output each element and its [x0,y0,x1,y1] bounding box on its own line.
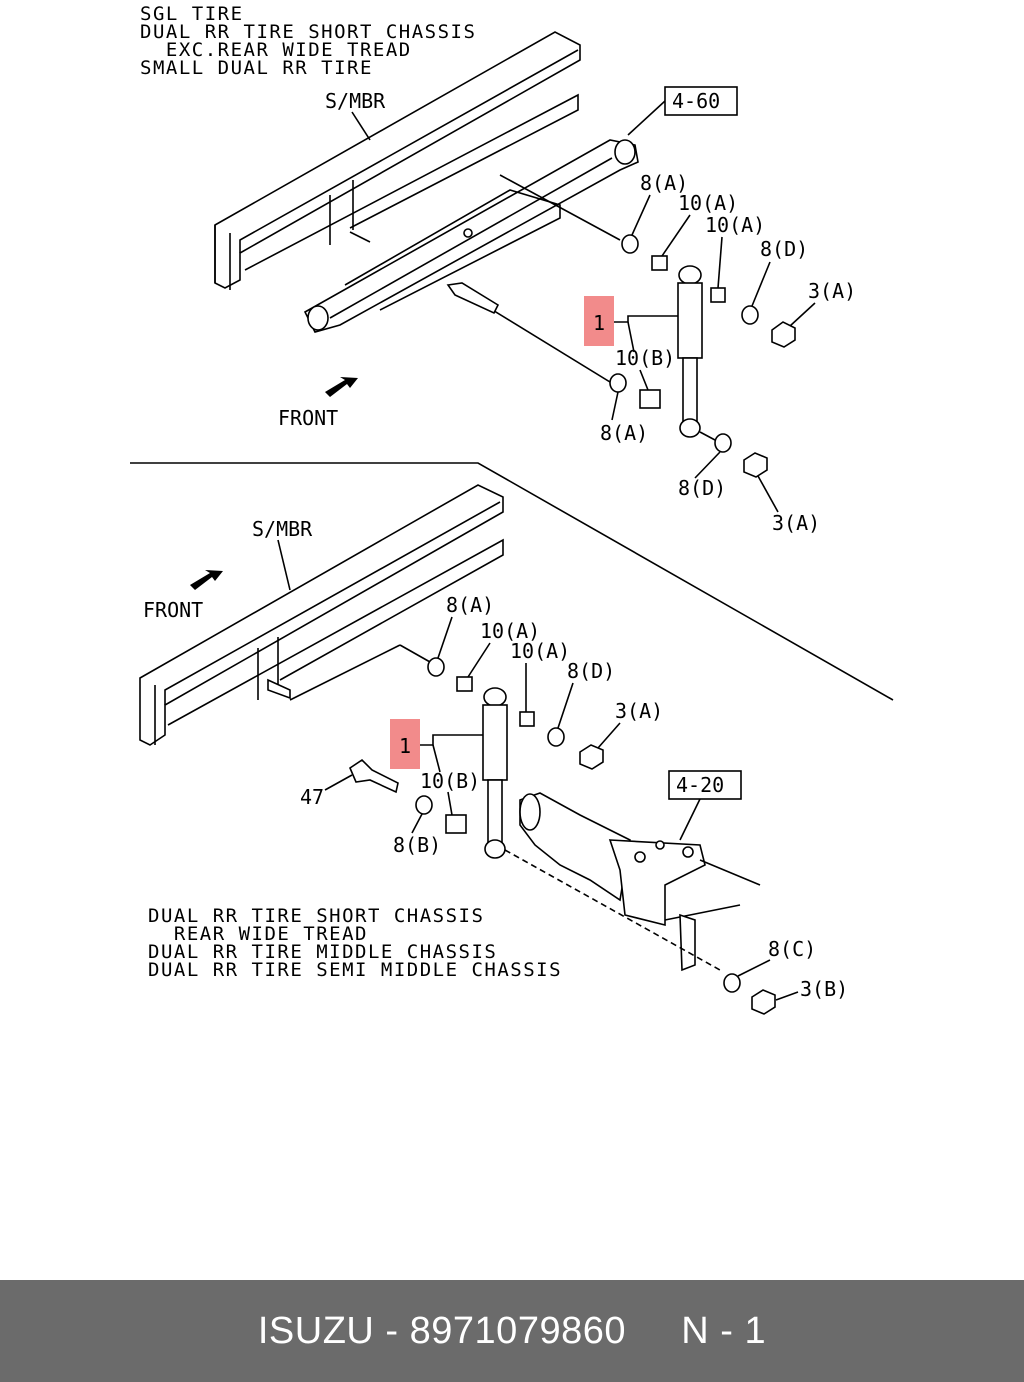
top-callout-8d-1: 8(D) [760,237,808,261]
bottom-front-arrow-icon [190,570,223,590]
bottom-view: S/MBR FRONT [139,484,848,1015]
top-bushing-10b [639,389,661,409]
bottom-note-line-1: DUAL RR TIRE SHORT CHASSIS [148,905,484,927]
bottom-ref-box-label: 4-20 [676,773,724,797]
top-nut-3a-2 [743,452,768,478]
bottom-bushing-10a-1 [456,676,473,692]
bottom-bolt-47 [349,758,399,794]
top-callout-10b: 10(B) [615,346,675,370]
bottom-washer-8a [427,657,445,677]
top-note-line-3: EXC.REAR WIDE TREAD [140,39,412,61]
bottom-callout-1: 1 [399,734,411,758]
top-front-label: FRONT [278,406,338,430]
bottom-callout-8a: 8(A) [446,593,494,617]
top-ref-box-label: 4-60 [672,89,720,113]
bottom-callout-3a: 3(A) [615,699,663,723]
bottom-nut-3b [751,989,776,1015]
bottom-axle-housing [504,792,761,972]
bottom-washer-8c [723,973,741,993]
bottom-callout-10b: 10(B) [420,769,480,793]
top-nut-3a-1 [771,321,796,348]
bottom-callout-8b: 8(B) [393,833,441,857]
bottom-callout-10a-1: 10(A) [480,619,540,643]
top-view: SGL TIRE DUAL RR TIRE SHORT CHASSIS EXC.… [140,3,856,535]
bottom-callout-3b: 3(B) [800,977,848,1001]
bottom-note-line-4: DUAL RR TIRE SEMI MIDDLE CHASSIS [148,959,562,981]
top-leaf-spring [303,139,639,333]
top-callout-3a-1: 3(A) [808,279,856,303]
part-number-footer: ISUZU - 8971079860 N - 1 [0,1280,1024,1382]
bottom-bushing-10a-2 [519,711,535,727]
bottom-washer-8b [415,795,433,815]
top-washer-8a-1 [621,234,639,254]
top-callout-10a-1: 10(A) [678,191,738,215]
bottom-callout-8c: 8(C) [768,937,816,961]
bottom-callout-47: 47 [300,785,324,809]
bottom-ref-box [668,770,742,800]
footer-part-number-text: ISUZU - 8971079860 N - 1 [257,1309,767,1352]
bottom-side-member [139,484,504,746]
top-callout-1: 1 [593,311,605,335]
parts-diagram: SGL TIRE DUAL RR TIRE SHORT CHASSIS EXC.… [130,3,894,1015]
bottom-callout-8d: 8(D) [567,659,615,683]
bottom-item-1-highlight [390,719,420,769]
top-shock-absorber [677,265,703,438]
top-bushing-10a-1 [651,255,668,271]
bottom-front-label: FRONT [143,598,203,622]
bottom-bushing-10b [445,814,467,834]
top-bushing-10a-2 [710,287,726,303]
top-washer-8d-1 [741,305,759,325]
bottom-smbr-label: S/MBR [252,517,313,541]
top-note-line-4: SMALL DUAL RR TIRE [140,57,373,79]
top-callout-8a-1: 8(A) [640,171,688,195]
top-callout-3a-2: 3(A) [772,511,820,535]
bottom-note-line-2: REAR WIDE TREAD [148,923,368,945]
bottom-shock-absorber [482,687,508,859]
top-callout-10a-2: 10(A) [705,213,765,237]
top-washer-8d-2 [714,433,732,453]
top-washer-8a-2 [609,373,627,393]
top-note-line-2: DUAL RR TIRE SHORT CHASSIS [140,21,476,43]
bottom-note-line-3: DUAL RR TIRE MIDDLE CHASSIS [148,941,497,963]
top-front-arrow-icon [325,377,358,397]
top-item-1-highlight [584,296,614,346]
top-side-member [214,31,581,290]
bottom-callout-10a-2: 10(A) [510,639,570,663]
section-divider [130,462,894,701]
top-callout-8a-2: 8(A) [600,421,648,445]
bottom-washer-8d [547,727,565,747]
top-note-line-1: SGL TIRE [140,3,244,25]
top-smbr-label: S/MBR [325,89,386,113]
top-callout-8d-2: 8(D) [678,476,726,500]
top-ref-box [664,86,738,116]
bottom-nut-3a [579,744,604,770]
